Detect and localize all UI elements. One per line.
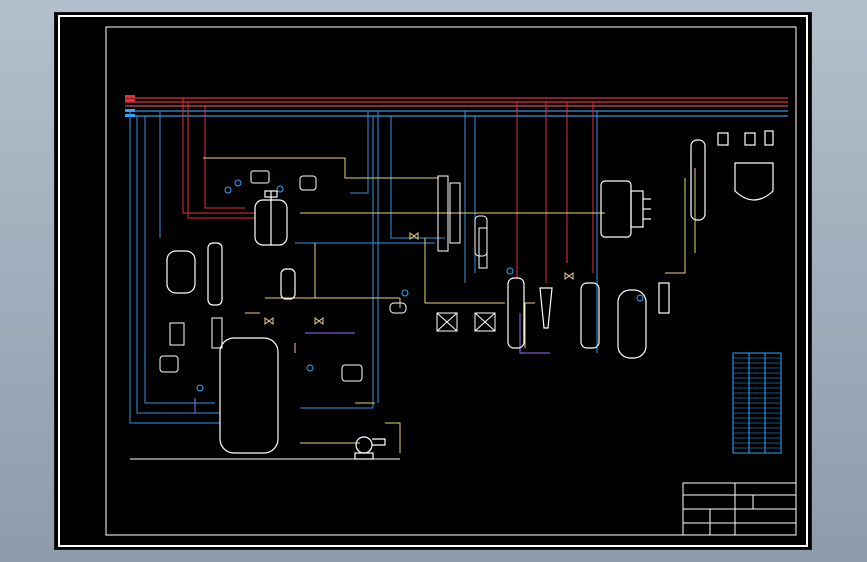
title-block xyxy=(682,482,797,536)
process-flow-diagram xyxy=(58,15,808,547)
utility-header-lines xyxy=(125,97,788,117)
pump-icon xyxy=(354,436,386,460)
condenser-column xyxy=(437,175,488,269)
heat-exchangers xyxy=(389,302,496,332)
instrument-bubble-icon xyxy=(196,179,644,392)
valve-icon xyxy=(264,232,574,325)
evaporator-train xyxy=(507,277,670,359)
top-right-vessels xyxy=(690,130,774,221)
small-vessels xyxy=(159,170,363,382)
inner-border xyxy=(105,26,797,536)
drawing-sheet xyxy=(55,13,811,549)
dryer-unit xyxy=(600,180,651,238)
reactor-r1 xyxy=(254,190,288,246)
process-lines xyxy=(203,157,696,453)
storage-tank-v1 xyxy=(219,337,279,454)
legend-table xyxy=(732,352,782,454)
outer-frame xyxy=(58,15,808,547)
water-drops xyxy=(129,111,598,424)
steam-drops xyxy=(182,98,594,283)
receiver-tank-v2 xyxy=(166,242,296,306)
vacuum-lines xyxy=(194,313,550,413)
